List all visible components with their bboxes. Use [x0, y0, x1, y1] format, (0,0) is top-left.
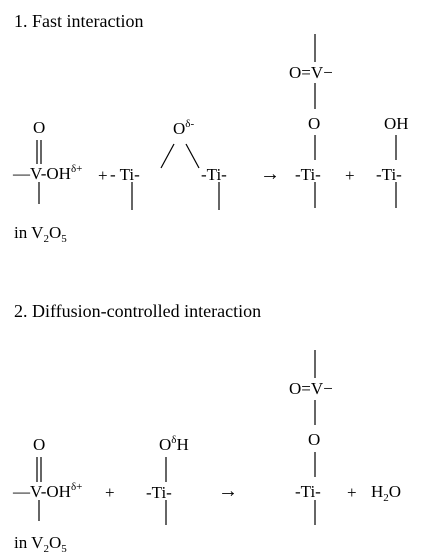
hydroxyl-oxygen: OδH: [159, 434, 189, 454]
source-label-2: in V2O5: [14, 533, 67, 555]
product-titanium-2: -Ti-: [376, 165, 402, 184]
product-o: O: [308, 114, 321, 133]
product-titanium-3: -Ti-: [295, 482, 321, 501]
water: H2O: [371, 482, 402, 504]
step-2-heading: 2. Diffusion-controlled interaction: [14, 301, 262, 321]
titanium-right: -Ti-: [201, 165, 227, 184]
plus-sign-3: +: [105, 483, 115, 502]
product-v-group: O=V−: [289, 63, 333, 82]
product-o-2: O: [308, 430, 321, 449]
o-ti-left-bond: [160, 143, 175, 169]
bridge-oxygen: Oδ-: [173, 118, 195, 138]
source-label: in V2O5: [14, 223, 67, 245]
vanadyl-charge: δ+: [70, 163, 83, 175]
vanadyl-group: —V-OHδ+: [13, 163, 83, 183]
vanadyl-o-2: O: [33, 435, 46, 454]
step-1-heading: 1. Fast interaction: [14, 11, 144, 31]
product-v-group-2: O=V−: [289, 379, 333, 398]
hydroxyl-charge: δ: [171, 434, 177, 446]
plus-sign-2: +: [345, 166, 355, 185]
o-ti-right-bond: [185, 143, 200, 169]
reaction-arrow-2: →: [218, 480, 238, 502]
titanium-left: - Ti-: [110, 165, 140, 184]
plus-sign-4: +: [347, 483, 357, 502]
vanadyl-o: O: [33, 118, 46, 137]
bridge-charge: δ-: [185, 118, 195, 130]
vanadyl-group-2: —V-OHδ+: [13, 481, 83, 501]
product-titanium: -Ti-: [295, 165, 321, 184]
reaction-arrow: →: [260, 163, 280, 185]
titanium-2: -Ti-: [146, 483, 172, 502]
hydroxyl-group: OH: [384, 114, 409, 133]
vanadyl-charge-2: δ+: [70, 481, 83, 493]
plus-sign: +: [98, 166, 108, 185]
